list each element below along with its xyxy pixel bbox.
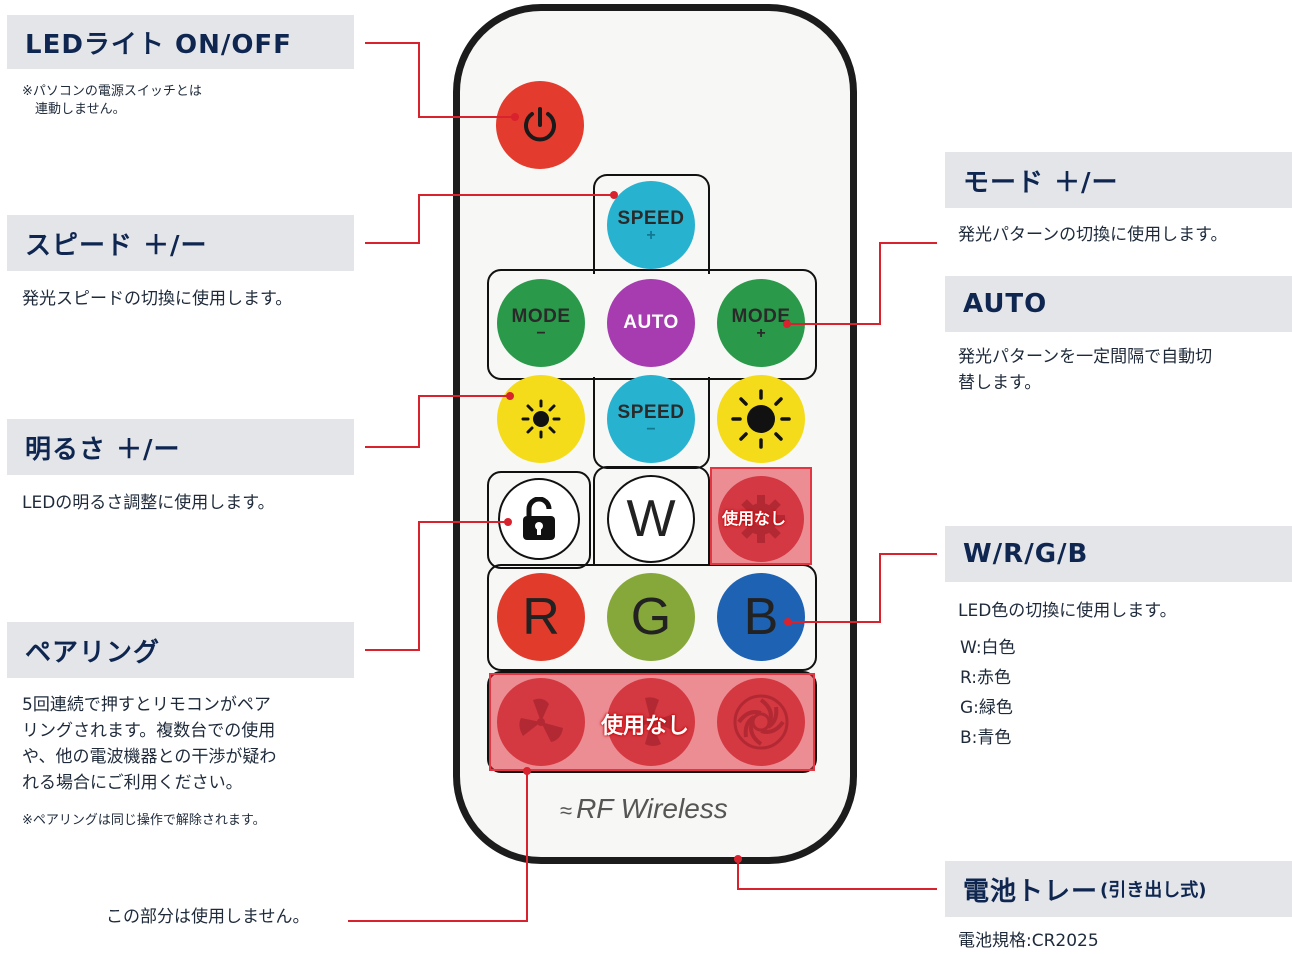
speed-minus-label: SPEED (617, 402, 685, 423)
fan-unused-label: 使用なし (601, 714, 690, 739)
auto-desc-line2: 替します。 (958, 373, 1042, 393)
speed-plus-label: SPEED (617, 208, 685, 229)
dpad-bottom-outline (593, 377, 710, 469)
mode-plus-label: MODE (731, 306, 791, 327)
battery-title-small: (引き出し式) (1100, 880, 1207, 901)
r-button[interactable]: R (497, 573, 585, 661)
gear-unused-overlay (710, 467, 812, 565)
pairing-title: ペアリング (7, 622, 354, 678)
auto-title: AUTO (945, 276, 1292, 332)
mode-desc: 発光パターンの切換に使用します。 (958, 225, 1228, 245)
w-button[interactable]: W (607, 475, 695, 563)
wrgb-item-g: G:緑色 (960, 698, 1013, 718)
speed-desc: 発光スピードの切換に使用します。 (22, 289, 293, 309)
wrgb-item-b: B:青色 (960, 728, 1012, 748)
power-icon (524, 107, 556, 142)
battery-title: 電池トレー(引き出し式) (945, 861, 1292, 917)
mode-title: モード ＋/ー (945, 152, 1292, 208)
battery-spec: 電池規格:CR2025 (958, 931, 1099, 951)
auto-label: AUTO (623, 312, 679, 333)
pairing-desc-line2: リングされます。複数台での使用 (22, 721, 276, 741)
mode-plus-button[interactable]: MODE + (717, 279, 805, 367)
r-label: R (522, 588, 560, 646)
rf-wireless-text: RF Wireless (576, 793, 728, 824)
brightness-desc: LEDの明るさ調整に使用します。 (22, 493, 275, 513)
wrgb-list: W:白色 R:赤色 G:緑色 B:青色 (960, 633, 1016, 753)
w-label: W (626, 490, 676, 548)
lock-icon (523, 497, 555, 540)
lock-outline (487, 471, 591, 569)
power-title: LEDライト ON/OFF (7, 15, 354, 69)
gear-unused-label: 使用なし (722, 509, 787, 528)
speed-minus-button[interactable]: SPEED − (607, 375, 695, 463)
mode-minus-button[interactable]: MODE − (497, 279, 585, 367)
speed-plus-button[interactable]: SPEED + (607, 181, 695, 269)
wrgb-title: W/R/G/B (945, 526, 1292, 582)
unused-note: この部分は使用しません。 (106, 907, 310, 927)
power-note-line2: 連動しません。 (22, 102, 126, 117)
fan-outline (487, 671, 817, 773)
b-button[interactable]: B (717, 573, 805, 661)
b-label: B (743, 588, 779, 646)
wrgb-desc: LED色の切換に使用します。 (958, 601, 1177, 621)
fan-unused-overlay (489, 673, 815, 771)
pairing-desc-line3: や、他の電波機器との干渉が疑わ (22, 747, 277, 767)
w-outline (593, 466, 710, 566)
auto-button[interactable]: AUTO (607, 279, 695, 367)
rf-wireless-label: ≈RF Wireless (560, 793, 728, 825)
auto-desc: 発光パターンを一定間隔で自動切 替します。 (958, 344, 1212, 396)
brightness-plus-button[interactable] (717, 375, 805, 463)
speed-minus-sign: − (646, 421, 656, 438)
power-note-line1: ※パソコンの電源スイッチとは (22, 84, 202, 99)
pairing-desc: 5回連続で押すとリモコンがペア リングされます。複数台での使用 や、他の電波機器… (22, 692, 276, 796)
mode-minus-label: MODE (511, 306, 571, 327)
brightness-title: 明るさ ＋/ー (7, 419, 354, 475)
wrgb-item-w: W:白色 (960, 638, 1016, 658)
power-note: ※パソコンの電源スイッチとは 連動しません。 (22, 83, 202, 119)
g-label: G (630, 588, 672, 646)
auto-desc-line1: 発光パターンを一定間隔で自動切 (958, 347, 1213, 367)
mode-plus-sign: + (756, 325, 766, 342)
wifi-icon: ≈ (560, 798, 573, 823)
g-button[interactable]: G (607, 573, 695, 661)
sun-large-icon (731, 389, 791, 449)
power-button[interactable] (496, 81, 584, 169)
sun-small-icon (521, 399, 561, 439)
pairing-desc-line1: 5回連続で押すとリモコンがペア (22, 695, 271, 715)
mode-minus-sign: − (536, 325, 546, 342)
wrgb-item-r: R:赤色 (960, 668, 1012, 688)
pairing-note: ※ペアリングは同じ操作で解除されます。 (22, 813, 266, 828)
pairing-desc-line4: れる場合にご利用ください。 (22, 773, 243, 793)
remote-control: SPEED + MODE − AUTO MODE + SPEED − (453, 4, 857, 864)
speed-plus-sign: + (646, 227, 656, 244)
pairing-lock-button[interactable] (498, 478, 580, 560)
brightness-minus-button[interactable] (497, 375, 585, 463)
battery-title-main: 電池トレー (963, 876, 1099, 907)
speed-title: スピード ＋/ー (7, 215, 354, 271)
